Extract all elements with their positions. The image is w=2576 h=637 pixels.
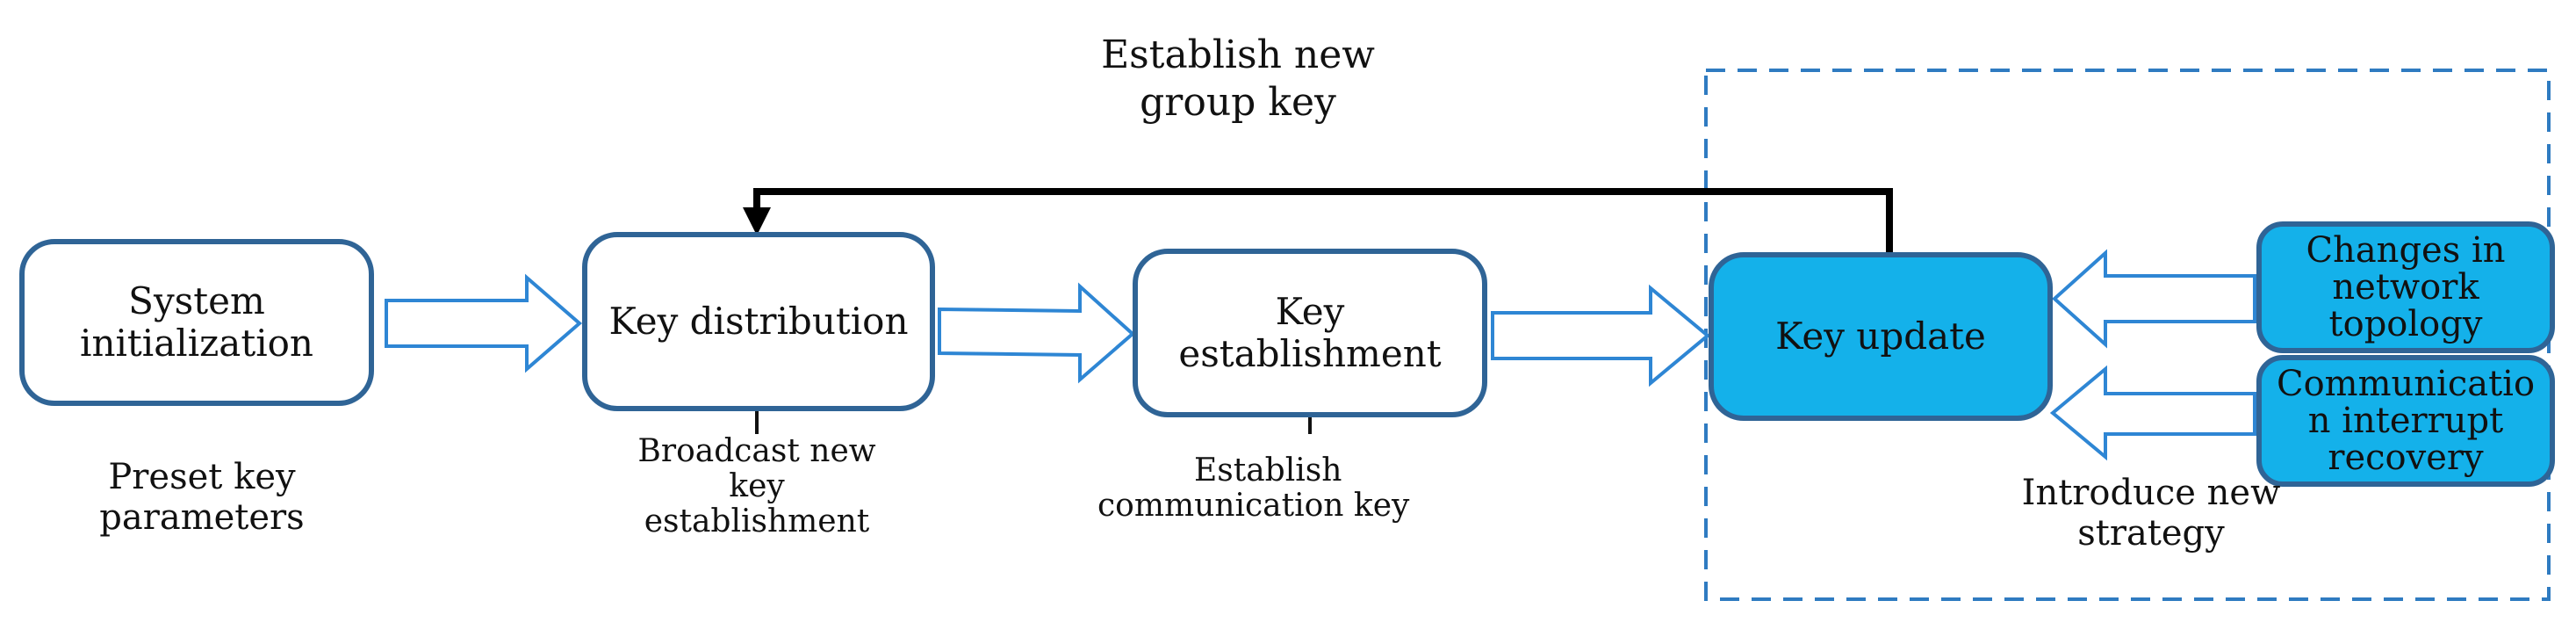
topology-change-line2: network: [2332, 267, 2479, 308]
system-initialization-line2: initialization: [80, 322, 313, 365]
preset-line1: Preset key: [108, 457, 296, 497]
key-update-label: Key update: [1775, 315, 1986, 358]
interrupt-recovery-line3: recovery: [2328, 438, 2484, 478]
interrupt-recovery-line2: n interrupt: [2307, 401, 2504, 441]
arrow-distribution-to-establishment: [938, 282, 1136, 384]
feedback-arrow-head: [743, 207, 771, 235]
system-initialization-line1: System: [128, 279, 265, 322]
key-distribution-label: Key distribution: [608, 300, 909, 343]
key-distribution-box: Key distribution: [582, 232, 935, 411]
interrupt-recovery-line1: Communicatio: [2276, 364, 2536, 404]
diagram-title: Establish new group key: [1054, 32, 1422, 127]
key-establishment-box: Key establishment: [1133, 249, 1487, 417]
arrow-establishment-to-update: [1491, 284, 1711, 387]
preset-line2: parameters: [99, 497, 305, 538]
establish-communication-annotation: Establish communication key: [1097, 453, 1466, 524]
feedback-arrow-line: [753, 188, 1893, 255]
arrow-init-to-distribution: [385, 273, 583, 373]
broadcast-line1: Broadcast new: [637, 433, 876, 469]
key-update-box: Key update: [1709, 252, 2053, 421]
key-establishment-line1: Key: [1275, 290, 1345, 333]
new-strategy-line2: strategy: [2077, 513, 2225, 554]
new-strategy-line1: Introduce new: [2021, 473, 2281, 513]
system-initialization-box: System initialization: [19, 239, 374, 406]
interrupt-recovery-box: Communicatio n interrupt recovery: [2256, 355, 2555, 487]
title-line1: Establish new: [1101, 33, 1375, 77]
topology-change-box: Changes in network topology: [2256, 221, 2555, 353]
arrow-recovery-to-update: [2049, 365, 2256, 461]
establish-comm-line2: communication key: [1097, 488, 1410, 524]
establish-comm-line1: Establish: [1194, 452, 1342, 489]
broadcast-line3: establishment: [644, 503, 870, 539]
title-line2: group key: [1140, 80, 1336, 125]
topology-change-line3: topology: [2328, 304, 2483, 344]
topology-change-line1: Changes in: [2306, 230, 2506, 271]
new-strategy-annotation: Introduce new strategy: [2002, 473, 2300, 554]
broadcast-annotation: Broadcast new key establishment: [608, 434, 906, 539]
broadcast-line2: key: [729, 468, 785, 504]
arrow-topology-to-update: [2052, 249, 2256, 349]
preset-key-annotation: Preset key parameters: [53, 457, 351, 538]
key-establishment-line2: establishment: [1178, 332, 1442, 375]
